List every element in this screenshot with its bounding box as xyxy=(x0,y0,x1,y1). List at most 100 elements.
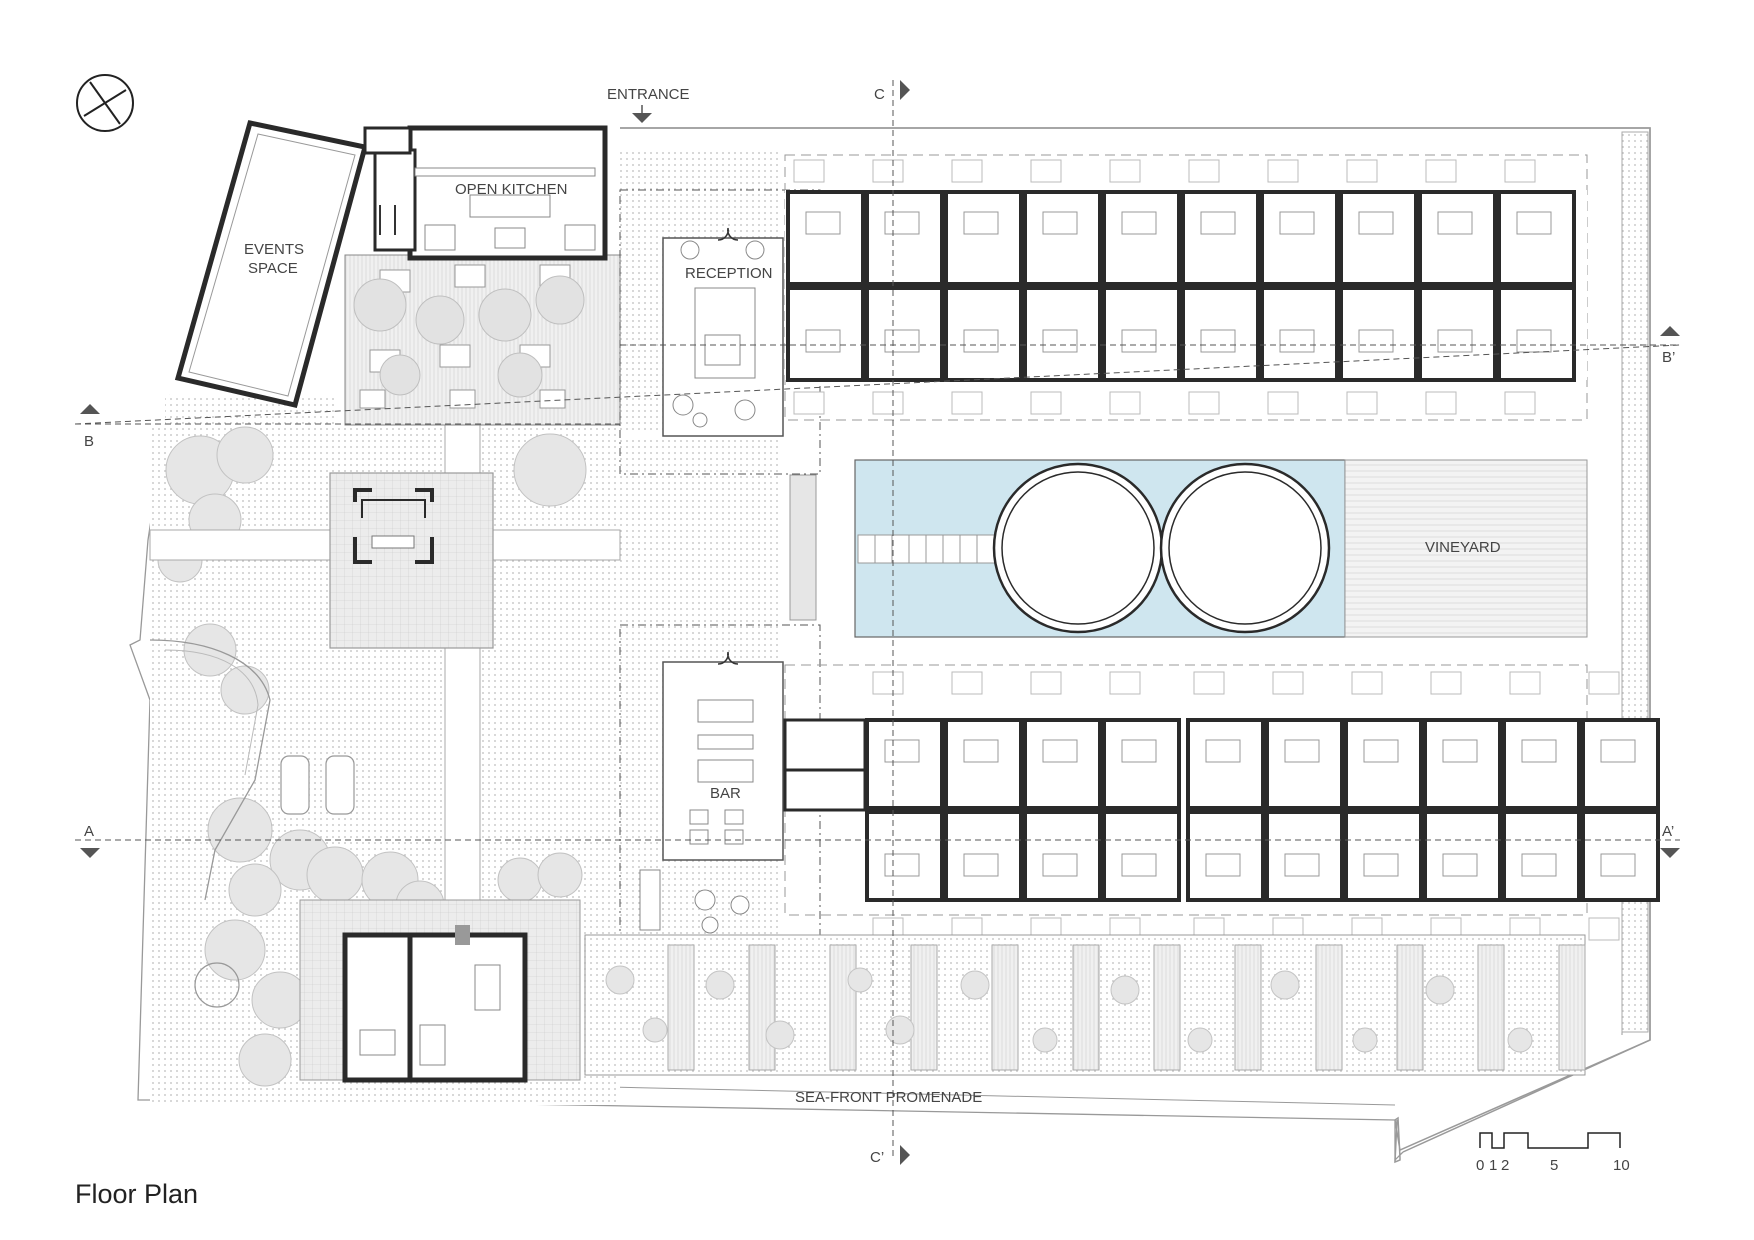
twin-pools xyxy=(992,462,1331,634)
garden-path xyxy=(1234,944,1262,1071)
section-line-b xyxy=(74,344,1681,425)
page-title: Floor Plan xyxy=(75,1179,198,1209)
planter-strip xyxy=(789,474,817,621)
kitchen-furniture xyxy=(414,167,596,251)
bed-icon xyxy=(1442,739,1478,763)
terrace-furniture xyxy=(1425,159,1457,183)
bed-icon xyxy=(963,211,999,235)
guest-room xyxy=(1581,810,1660,902)
terrace-furniture xyxy=(1351,671,1383,695)
garden-path xyxy=(1477,944,1505,1071)
bed-icon xyxy=(1042,211,1078,235)
terrace-furniture xyxy=(1346,159,1378,183)
bed-icon xyxy=(1600,739,1636,763)
garden-path xyxy=(667,944,695,1071)
reception-label: RECEPTION xyxy=(685,265,773,282)
guest-room xyxy=(1418,190,1497,286)
events-space-label-1: EVENTS xyxy=(244,241,304,258)
bed-icon xyxy=(884,739,920,763)
guest-room xyxy=(944,190,1023,286)
scale-bar-tick-label: 10 xyxy=(1613,1157,1630,1174)
bed-icon xyxy=(1121,211,1157,235)
terrace-furniture xyxy=(872,671,904,695)
open-kitchen-label: OPEN KITCHEN xyxy=(455,181,568,198)
north-arrow-icon xyxy=(76,74,134,132)
bar-label: BAR xyxy=(710,785,741,802)
section-a-prime-label: A’ xyxy=(1662,823,1674,840)
bed-icon xyxy=(1437,329,1473,353)
section-a-marker-icon xyxy=(80,848,100,858)
entrance-arrow-icon xyxy=(632,113,652,123)
section-c-prime-marker-icon xyxy=(900,1145,910,1165)
terrace-furniture xyxy=(1346,391,1378,415)
terrace-furniture xyxy=(1188,159,1220,183)
garden-plants xyxy=(605,965,1533,1053)
service-rooms xyxy=(783,718,867,812)
bed-icon xyxy=(1363,853,1399,877)
promenade-label: SEA-FRONT PROMENADE xyxy=(795,1089,982,1106)
terrace-furniture xyxy=(951,671,983,695)
bed-icon xyxy=(1521,853,1557,877)
terrace-tables xyxy=(359,264,571,409)
terrace-furniture xyxy=(1109,671,1141,695)
bed-icon xyxy=(1200,211,1236,235)
terrace-furniture xyxy=(1509,671,1541,695)
pool-deck-boards xyxy=(857,534,999,564)
guest-room xyxy=(865,190,944,286)
terrace-furniture xyxy=(1109,159,1141,183)
guest-room xyxy=(1581,718,1660,810)
garden-path xyxy=(910,944,938,1071)
garden-path xyxy=(1558,944,1586,1071)
terrace-furniture xyxy=(1030,671,1062,695)
bed-icon xyxy=(1358,329,1394,353)
bed-icon xyxy=(1600,853,1636,877)
section-c-label: C xyxy=(874,86,885,103)
section-c-marker-icon xyxy=(900,80,910,100)
terrace-trees xyxy=(353,275,585,398)
section-b-label: B xyxy=(84,433,94,450)
guest-room xyxy=(1186,718,1265,810)
terrace-furniture xyxy=(1267,159,1299,183)
bed-icon xyxy=(1121,329,1157,353)
bed-icon xyxy=(1284,739,1320,763)
parked-cars xyxy=(280,755,355,815)
bed-icon xyxy=(1121,739,1157,763)
bed-icon xyxy=(805,211,841,235)
terrace-furniture xyxy=(1109,391,1141,415)
bed-icon xyxy=(805,329,841,353)
section-a-label: A xyxy=(84,823,94,840)
north-room-block xyxy=(784,154,1588,421)
bed-icon xyxy=(1042,739,1078,763)
pavilion xyxy=(353,488,434,564)
guest-room xyxy=(1339,190,1418,286)
bed-icon xyxy=(1042,329,1078,353)
reception-furniture xyxy=(672,240,765,428)
guest-room xyxy=(1102,718,1181,810)
bed-icon xyxy=(1200,329,1236,353)
bed-icon xyxy=(1521,739,1557,763)
terrace-furniture xyxy=(793,391,825,415)
section-b-prime-marker-icon xyxy=(1660,326,1680,336)
bed-icon xyxy=(963,329,999,353)
garden-path xyxy=(1072,944,1100,1071)
terrace-furniture xyxy=(1430,671,1462,695)
scale-bar-tick-label: 1 xyxy=(1489,1157,1497,1174)
guest-room xyxy=(1423,718,1502,810)
guest-room xyxy=(1023,190,1102,286)
terrace-furniture xyxy=(1504,159,1536,183)
terrace-furniture xyxy=(951,391,983,415)
vineyard xyxy=(1344,459,1588,638)
vineyard-label: VINEYARD xyxy=(1425,539,1501,556)
events-space-label-2: SPACE xyxy=(248,260,298,277)
terrace-furniture xyxy=(1030,159,1062,183)
terrace-furniture xyxy=(1188,391,1220,415)
bed-icon xyxy=(1363,739,1399,763)
bed-icon xyxy=(1437,211,1473,235)
scale-bar-tick-label: 5 xyxy=(1550,1157,1558,1174)
bed-icon xyxy=(1442,853,1478,877)
section-b-prime-label: B’ xyxy=(1662,349,1675,366)
garden-path xyxy=(1153,944,1181,1071)
entrance-label: ENTRANCE xyxy=(607,86,690,103)
guest-room xyxy=(865,718,944,810)
